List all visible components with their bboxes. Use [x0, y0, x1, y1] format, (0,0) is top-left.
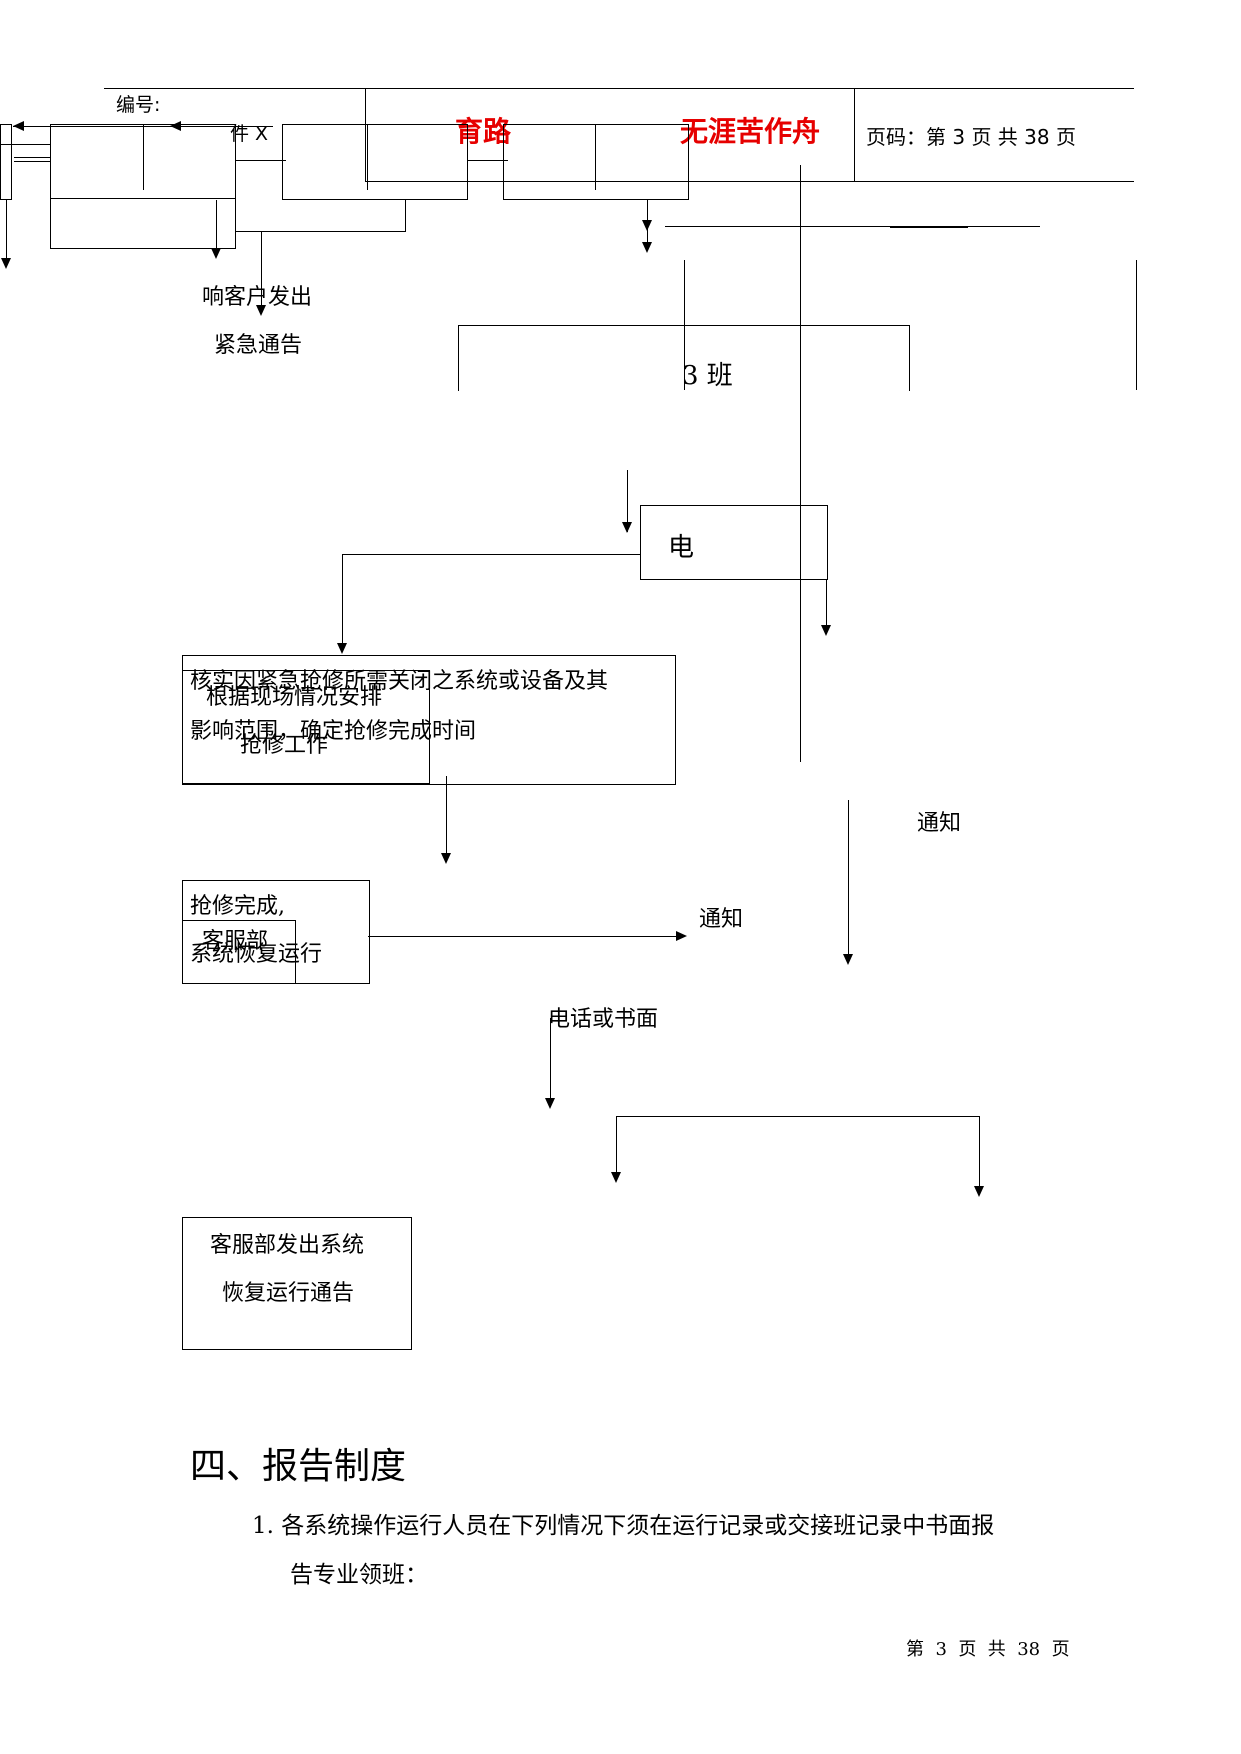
- done-notify-line: [368, 936, 684, 937]
- lower-bracket-top: [616, 1116, 980, 1117]
- cs-dept-text: 客服部: [202, 929, 269, 954]
- done-notify-arrow: [676, 931, 687, 941]
- respond-arrow: [256, 305, 266, 316]
- section-heading: 四、报告制度: [190, 1446, 407, 1487]
- phone-box-text: 电: [668, 533, 695, 563]
- flow-box-left-stub: [0, 124, 12, 200]
- notify-right-line: [848, 800, 849, 958]
- done-text-line2: 系统恢复运行: [190, 942, 323, 967]
- shift-label: 3 班: [682, 361, 733, 391]
- verify-text-line2: 影响范围，确定抢修完成时间: [190, 719, 477, 744]
- flow-box-b-split: [367, 124, 368, 190]
- phone-or-written-text: 电话或书面: [548, 1007, 659, 1032]
- flow-box-c-bar: [468, 160, 508, 161]
- restore-text-line1: 客服部发出系统: [210, 1233, 365, 1258]
- right-edge-line: [1136, 260, 1137, 390]
- done-text-line1: 抢修完成,: [190, 894, 285, 919]
- phone-written-arrow: [545, 1098, 555, 1109]
- arrange-box: [182, 670, 430, 784]
- header-partial-label: 件 X: [230, 123, 269, 145]
- phone-in-arrow: [622, 522, 632, 533]
- footer-page-number: 第 3 页 共 38 页: [906, 1639, 1070, 1660]
- flow-box-b-join: [405, 200, 406, 231]
- stub-down-line: [6, 200, 7, 260]
- notify-text-1: 通知: [917, 811, 962, 836]
- phone-right-down: [826, 580, 827, 634]
- flow-box-c-split: [595, 124, 596, 190]
- respond-text-line1: 响客户发出: [202, 285, 313, 310]
- header-number-label: 编号:: [116, 94, 161, 116]
- flow-box-c: [503, 124, 689, 200]
- shift-bracket-left: [458, 325, 459, 391]
- flow-box-a-arrow: [211, 248, 221, 259]
- lower-bracket-left: [616, 1116, 617, 1176]
- right-top-line: [665, 226, 1040, 227]
- stub-line-a: [0, 144, 50, 145]
- phone-left-line: [342, 554, 640, 555]
- lower-bracket-left-arrow: [611, 1172, 621, 1183]
- stub-line-b: [14, 157, 50, 158]
- stub-line-c: [14, 161, 50, 162]
- header-divider-right: [854, 88, 855, 181]
- flow-box-c-arrow-1: [642, 220, 652, 231]
- notify-right-arrow: [843, 954, 853, 965]
- phone-written-line: [550, 1018, 551, 1106]
- phone-to-verify-arrow: [337, 643, 347, 654]
- notify-text-2: 通知: [699, 907, 744, 932]
- arrange-text-line2: 抢修工作: [240, 733, 329, 758]
- respond-arrow-line: [261, 231, 262, 307]
- flow-box-a-down: [216, 200, 217, 250]
- cs-dept-box: [182, 920, 296, 984]
- section-item-1-line2: 告专业领班：: [290, 1562, 428, 1588]
- respond-text-line2: 紧急通告: [214, 333, 303, 358]
- phone-in-line: [627, 470, 628, 532]
- verify-text-line1: 核实因紧急抢修所需关闭之系统或设备及其: [190, 669, 609, 694]
- flow-box-a-split: [143, 124, 144, 190]
- lower-bracket-right-arrow: [974, 1186, 984, 1197]
- section-item-1-line1: 1. 各系统操作运行人员在下列情况下须在运行记录或交接班记录中书面报: [252, 1513, 995, 1539]
- phone-to-verify-line: [342, 554, 343, 648]
- arrange-text-line1: 根据现场情况安排: [206, 685, 383, 710]
- flow-box-b-mid: [236, 160, 286, 161]
- flow-box-b: [282, 124, 468, 200]
- flow-box-c-arrow-2: [642, 242, 652, 253]
- flow-box-a-arrow-left: [170, 121, 181, 131]
- phone-right-arrow: [821, 625, 831, 636]
- phone-box: [640, 505, 828, 580]
- header-divider-left: [365, 88, 366, 181]
- restore-text-line2: 恢复运行通告: [222, 1281, 355, 1306]
- lower-bracket-right: [979, 1116, 980, 1186]
- center-vertical-line: [800, 165, 801, 762]
- stub-arrow-down: [1, 258, 11, 269]
- header-page-info: 页码：第 3 页 共 38 页: [866, 125, 1076, 149]
- verify-to-done-arrow: [441, 853, 451, 864]
- flow-box-b-line: [236, 231, 406, 232]
- verify-to-done-line: [446, 776, 447, 860]
- flow-box-a-divider: [50, 198, 236, 199]
- restore-box: [182, 1217, 412, 1350]
- shift-bracket-right: [909, 325, 910, 391]
- header-title-right: 无涯苦作舟: [680, 115, 821, 148]
- header-top-border: [104, 88, 1134, 89]
- header-title-left: 育路: [455, 115, 512, 148]
- shift-upper-line: [684, 260, 685, 390]
- right-top-line-thick: [890, 226, 968, 228]
- header-bottom-border: [365, 181, 1134, 182]
